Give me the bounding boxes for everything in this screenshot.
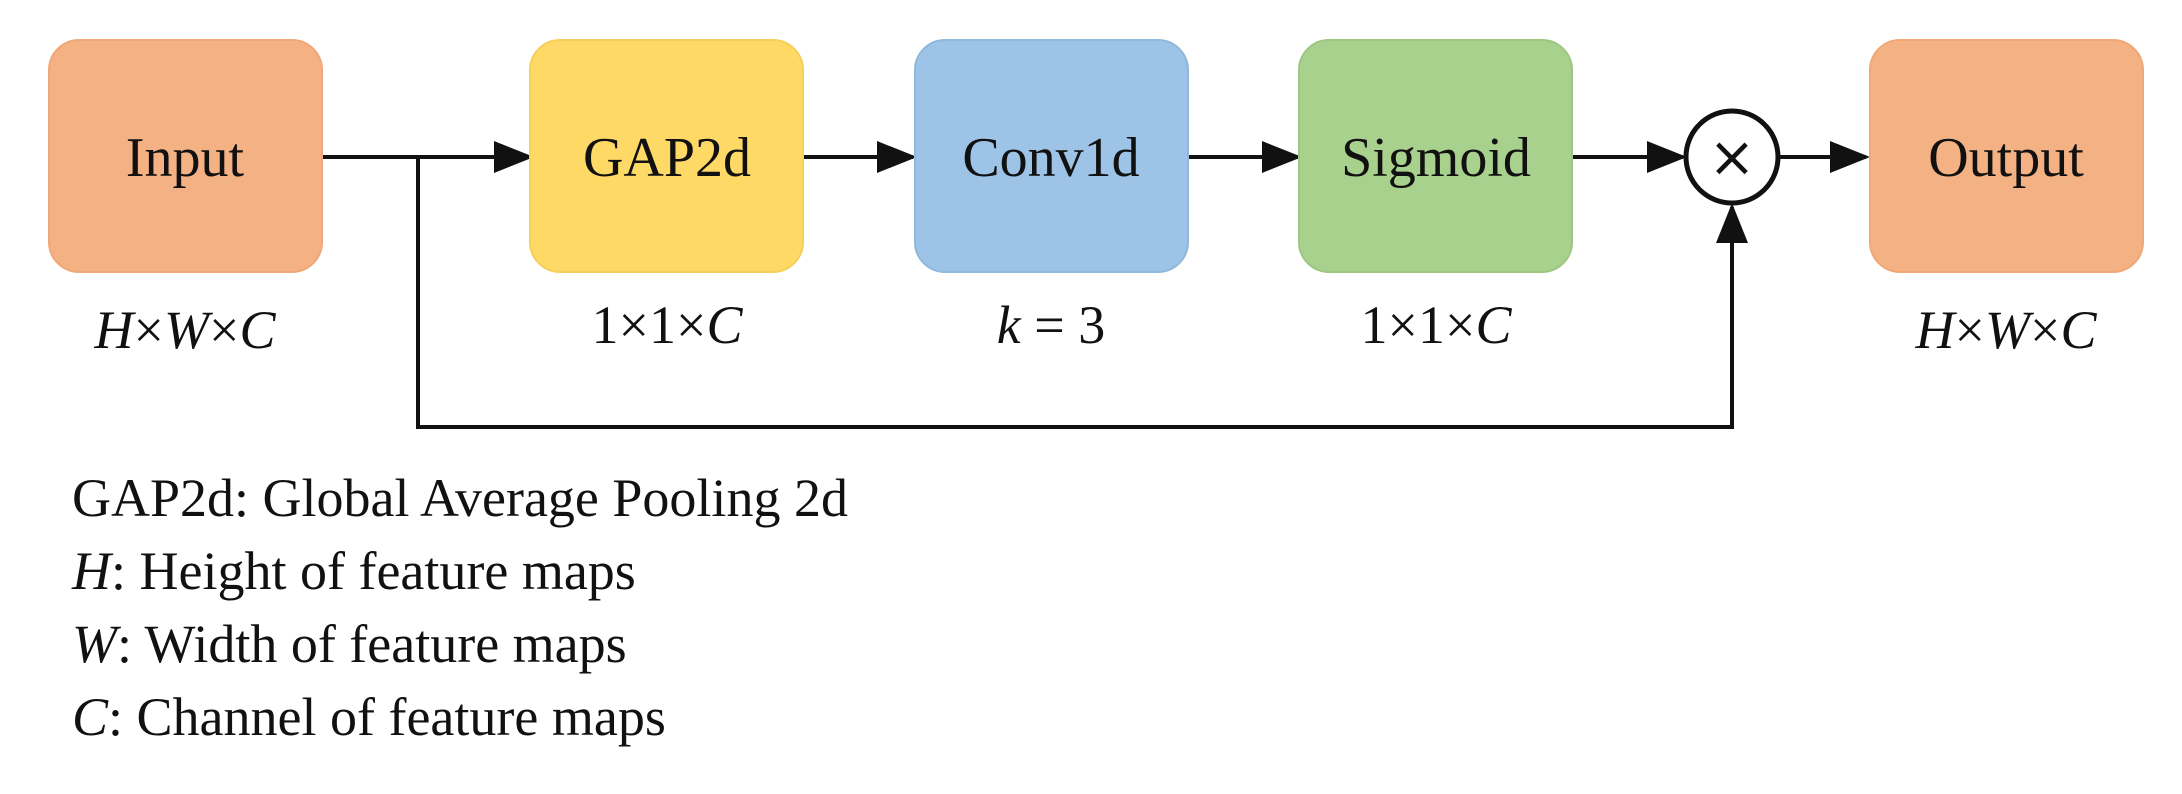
- legend-term: H: [72, 541, 111, 601]
- connectors: [322, 141, 1870, 429]
- skip-connection: [416, 157, 1748, 429]
- input-node: Input H×W×C: [48, 39, 323, 360]
- legend-item-gap2d: GAP2d: Global Average Pooling 2d: [72, 462, 848, 535]
- legend: GAP2d: Global Average Pooling 2d H: Heig…: [72, 462, 848, 754]
- legend-item-height: H: Height of feature maps: [72, 535, 848, 608]
- sigmoid-label: Sigmoid: [1341, 127, 1531, 189]
- output-box: [1869, 39, 2144, 273]
- legend-definition: : Height of feature maps: [111, 541, 636, 601]
- legend-term: C: [72, 687, 109, 747]
- multiply-icon: ×: [1709, 125, 1756, 190]
- multiply-node: ×: [1683, 108, 1781, 206]
- input-label: Input: [126, 127, 245, 189]
- legend-item-width: W: Width of feature maps: [72, 608, 848, 681]
- output-dims: H×W×C: [1915, 300, 2098, 360]
- legend-item-channel: C: Channel of feature maps: [72, 681, 848, 754]
- sigmoid-box: [1298, 39, 1573, 273]
- conv1d-label: Conv1d: [962, 127, 1139, 189]
- output-node: Output H×W×C: [1869, 39, 2144, 360]
- conv1d-node: Conv1d k = 3: [914, 39, 1189, 355]
- output-label: Output: [1928, 127, 2084, 189]
- gap2d-dims: 1×1×C: [592, 295, 744, 355]
- conv1d-box: [914, 39, 1189, 273]
- input-box: [48, 39, 323, 273]
- legend-term: W: [72, 614, 117, 674]
- legend-definition: : Global Average Pooling 2d: [234, 468, 848, 528]
- legend-definition: : Width of feature maps: [116, 614, 627, 674]
- input-dims: H×W×C: [94, 300, 277, 360]
- gap2d-node: GAP2d 1×1×C: [529, 39, 804, 355]
- gap2d-box: [529, 39, 804, 273]
- legend-term: GAP2d: [72, 468, 235, 528]
- multiply-circle: [1683, 108, 1781, 206]
- gap2d-label: GAP2d: [583, 127, 751, 189]
- conv1d-param: k = 3: [997, 295, 1105, 355]
- sigmoid-node: Sigmoid 1×1×C: [1298, 39, 1573, 355]
- sigmoid-dims: 1×1×C: [1361, 295, 1513, 355]
- legend-definition: : Channel of feature maps: [108, 687, 666, 747]
